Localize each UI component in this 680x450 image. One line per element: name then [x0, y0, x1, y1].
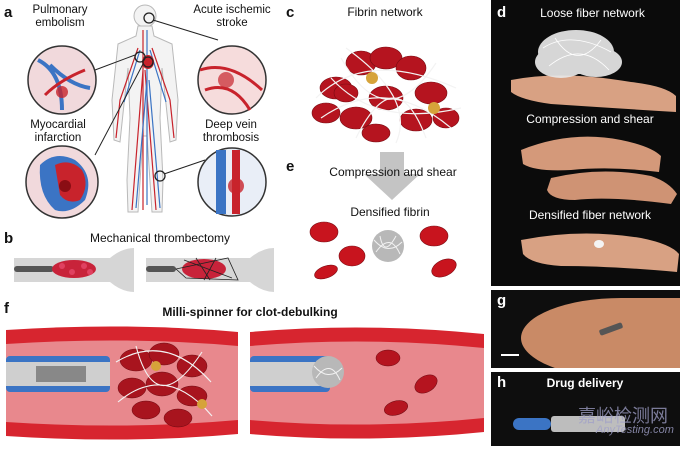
panel-b-label: b — [4, 230, 14, 247]
panel-a-label: a — [4, 4, 13, 21]
compression-shear-text-e: Compression and shear — [329, 165, 457, 179]
thrombectomy-illustration — [14, 248, 274, 292]
milli-spinner-title: Milli-spinner for clot-debulking — [162, 305, 338, 319]
panel-g-photo — [491, 290, 680, 368]
milli-spinner-illustration — [6, 326, 484, 440]
drug-device — [551, 416, 625, 432]
panel-f-label: f — [4, 300, 9, 317]
drug-delivery-title: Drug delivery — [546, 376, 624, 390]
densified-fibrin-illustration — [309, 221, 457, 280]
panel-h-photo — [491, 372, 680, 446]
panel-d-label: d — [497, 4, 507, 21]
myocardial-infarction-label: Myocardial infarction — [30, 119, 86, 144]
anatomy-illustration — [25, 4, 267, 219]
panel-c-label: c — [286, 4, 295, 21]
fibrin-network-illustration — [311, 46, 462, 144]
compression-shear-label-d: Compression and shear — [526, 112, 654, 126]
fibrin-network-title: Fibrin network — [347, 5, 423, 19]
densified-fibrin-title: Densified fibrin — [350, 205, 430, 219]
watermark-en: AnyTesting.com — [596, 424, 674, 436]
panel-h-label: h — [497, 374, 507, 391]
loose-fiber-network-label: Loose fiber network — [540, 6, 645, 20]
deep-vein-thrombosis-label: Deep vein thrombosis — [202, 119, 260, 144]
panel-g-label: g — [497, 292, 507, 309]
scale-bar — [501, 354, 519, 356]
hands-photo-illustration — [511, 30, 679, 272]
acute-ischemic-stroke-label: Acute ischemic stroke — [193, 4, 271, 29]
mechanical-thrombectomy-title: Mechanical thrombectomy — [89, 231, 231, 245]
densified-fiber-network-label: Densified fiber network — [528, 208, 652, 222]
drug-capsule — [513, 418, 551, 430]
panel-e-label: e — [286, 158, 295, 175]
compression-arrow — [364, 152, 420, 200]
pulmonary-embolism-label: Pulmonary embolism — [32, 4, 88, 29]
watermark-cn: 嘉峪检测网 — [578, 406, 668, 427]
